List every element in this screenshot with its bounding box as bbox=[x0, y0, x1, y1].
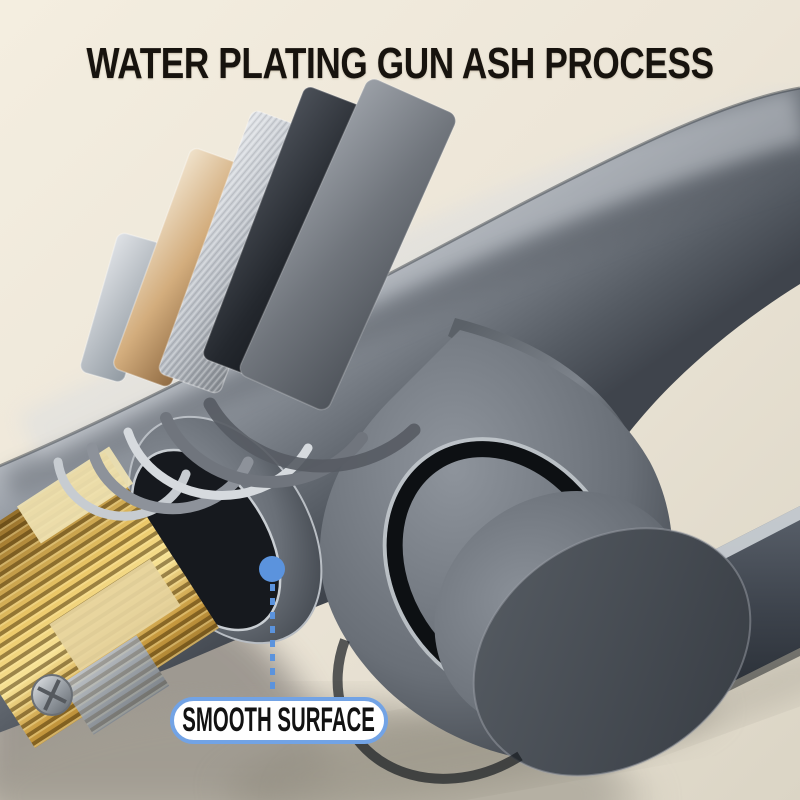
callout-dashed-line bbox=[270, 584, 275, 696]
page-title-text: WATER PLATING GUN ASH PROCESS bbox=[86, 39, 714, 88]
layer-curl-arcs bbox=[53, 397, 421, 521]
callout-label: SMOOTH SURFACE bbox=[182, 701, 376, 739]
callout-dot bbox=[259, 556, 285, 582]
brass-flat-tab bbox=[49, 559, 181, 672]
plating-layer-5 bbox=[239, 78, 457, 411]
plating-layers-fan bbox=[53, 78, 457, 521]
brass-inlet-connector bbox=[0, 415, 323, 748]
page-title: WATER PLATING GUN ASH PROCESS bbox=[0, 34, 800, 94]
callout-pill: SMOOTH SURFACE bbox=[170, 697, 388, 744]
cap-face bbox=[473, 528, 751, 776]
